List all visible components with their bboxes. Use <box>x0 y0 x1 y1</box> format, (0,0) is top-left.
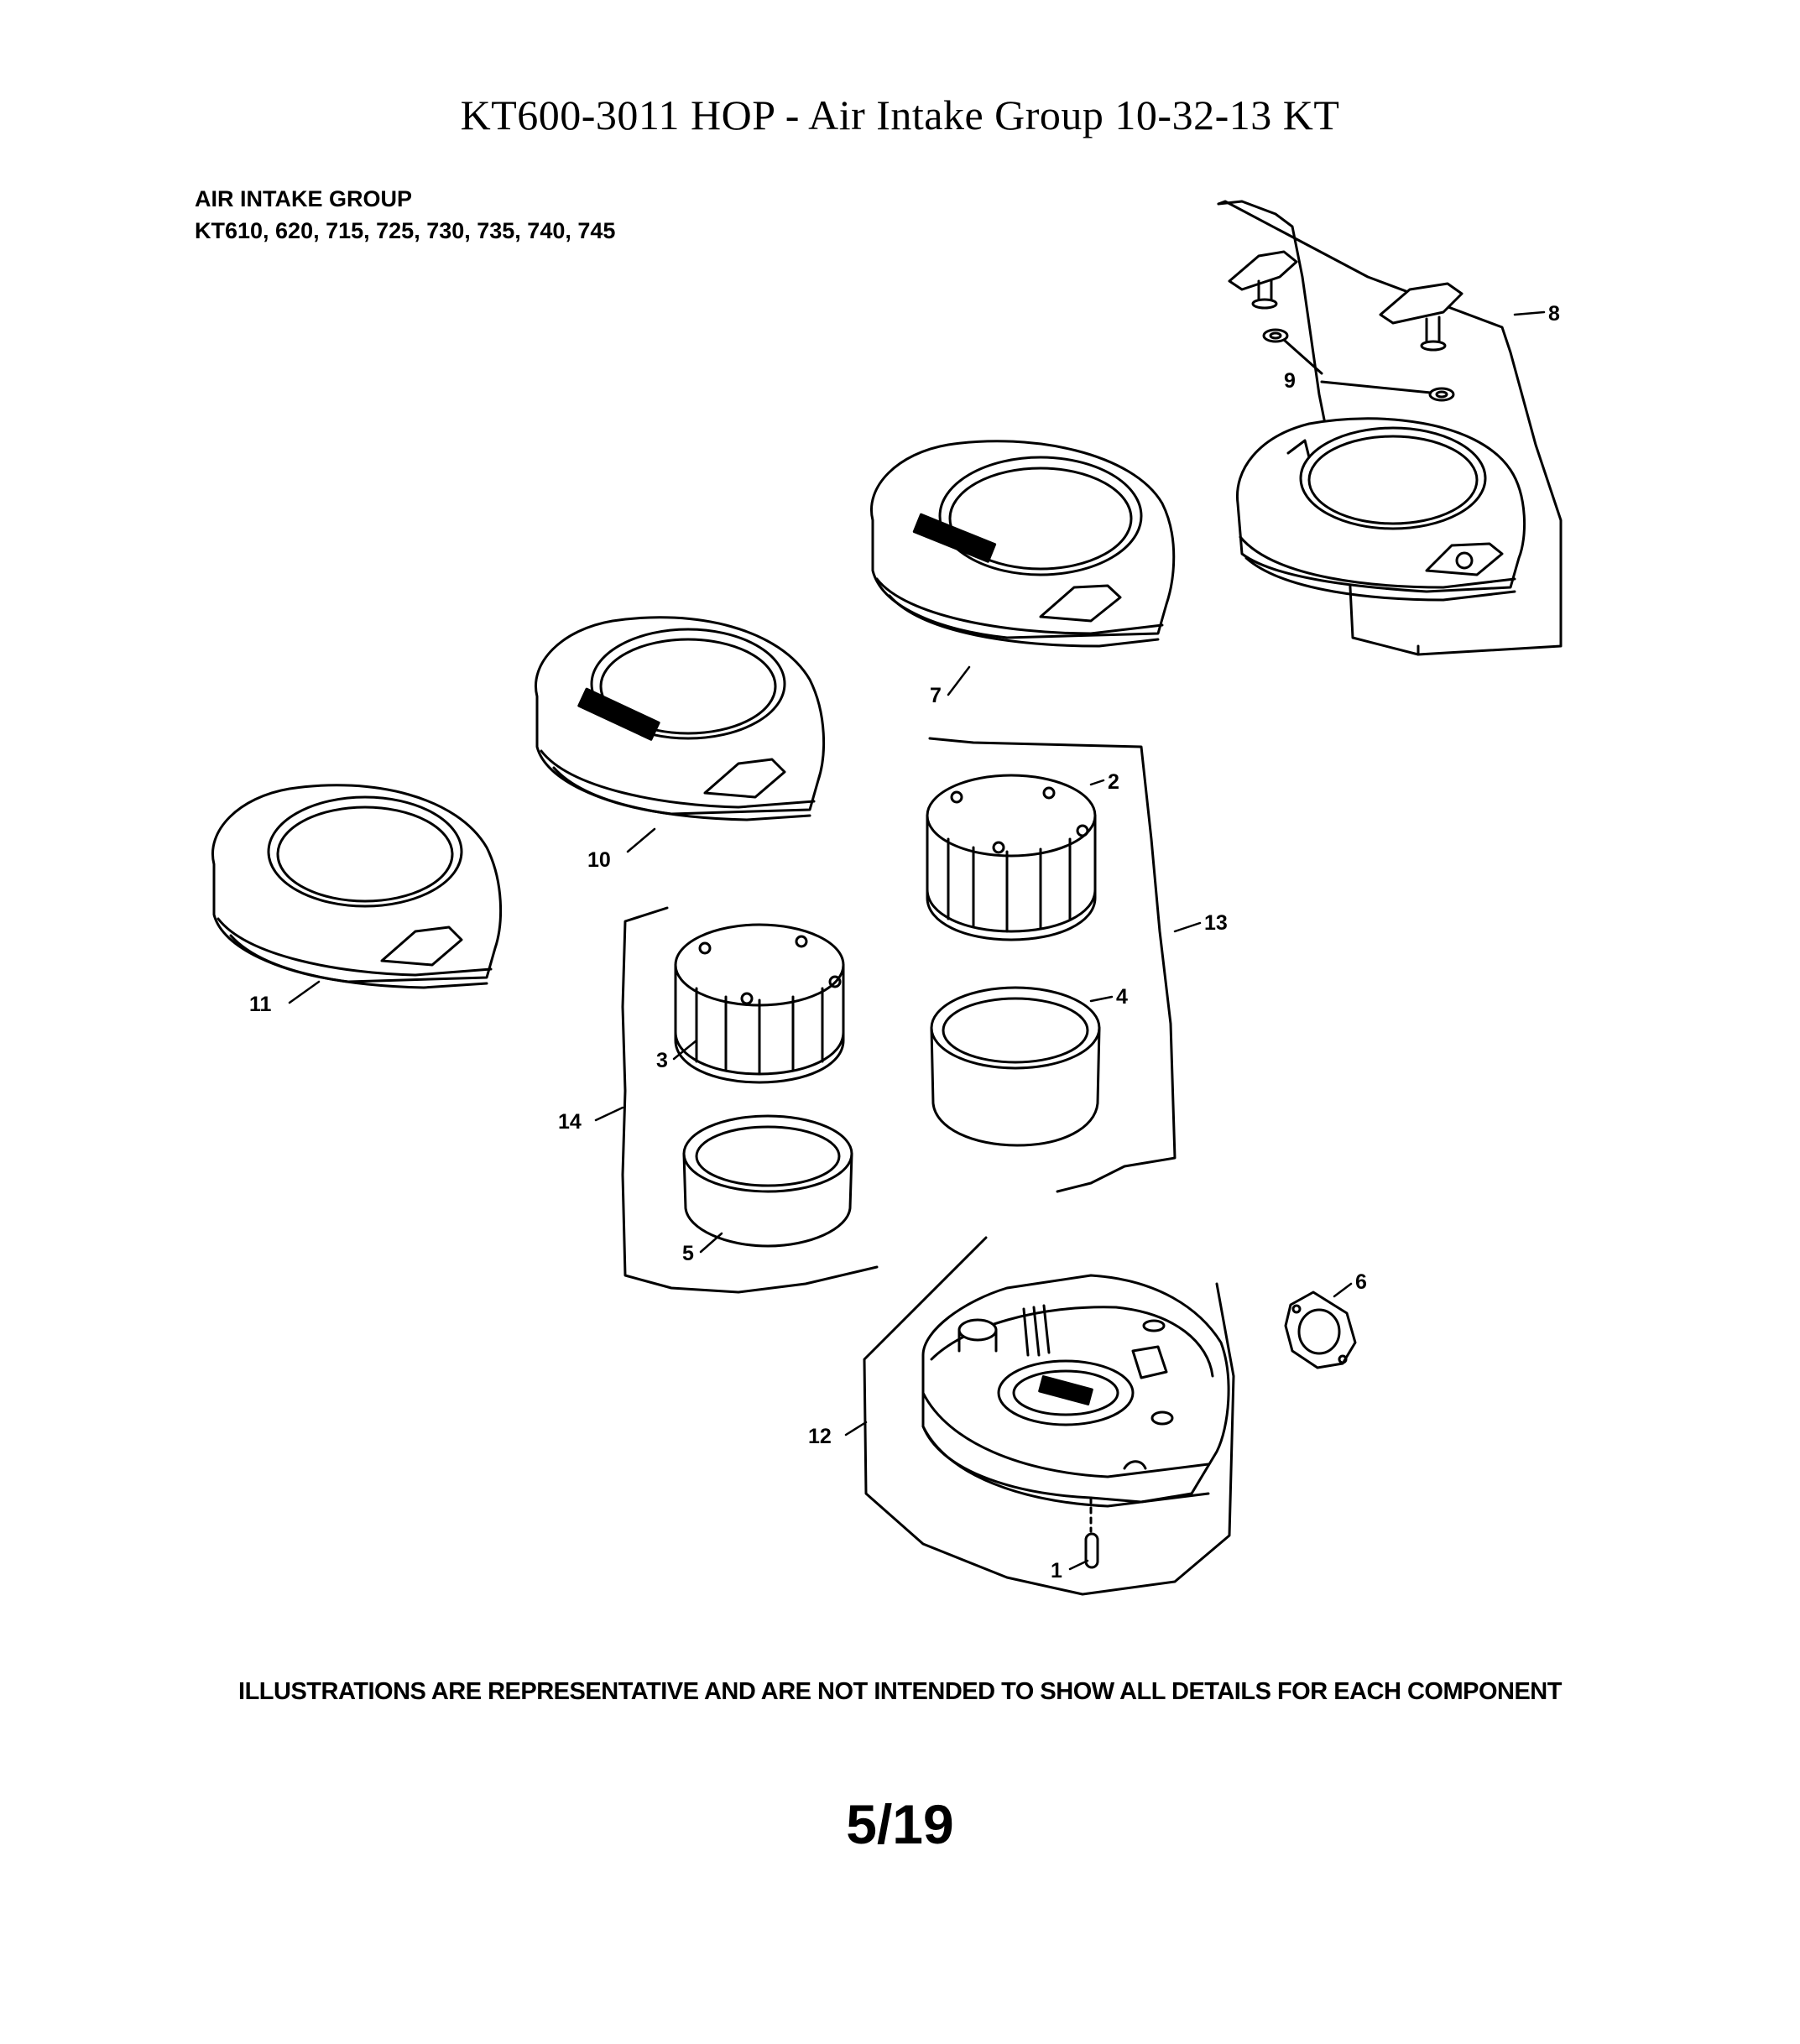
cover-10-icon <box>535 616 826 821</box>
cover-7-icon <box>870 440 1176 648</box>
filter-element-3-icon <box>674 923 845 1084</box>
part-label-11: 11 <box>249 993 272 1016</box>
pre-cleaner-5-icon <box>682 1114 853 1248</box>
group-title: AIR INTAKE GROUP <box>195 186 413 211</box>
part-label-13: 13 <box>1204 911 1228 935</box>
bracket-14 <box>621 906 879 1294</box>
model-list: KT610, 620, 715, 725, 730, 735, 740, 745 <box>195 218 616 243</box>
washer-icon <box>1262 328 1455 402</box>
knob-icon <box>1228 250 1298 310</box>
part-label-6: 6 <box>1355 1270 1367 1294</box>
bracket-8 <box>1217 200 1563 656</box>
part-label-4: 4 <box>1116 985 1128 1009</box>
group-header: AIR INTAKE GROUP KT610, 620, 715, 725, 7… <box>195 183 615 247</box>
part-label-7: 7 <box>930 684 942 707</box>
part-label-14: 14 <box>558 1110 582 1134</box>
bracket-12 <box>863 1236 1235 1596</box>
part-label-2: 2 <box>1108 770 1119 794</box>
pin-icon <box>1084 1496 1099 1569</box>
leader-lines <box>288 310 1546 1571</box>
cover-11-icon <box>211 784 503 989</box>
part-label-3: 3 <box>656 1049 668 1072</box>
kohler-logo <box>577 687 660 741</box>
page-number: 5/19 <box>846 1793 954 1855</box>
part-label-12: 12 <box>808 1425 832 1448</box>
filter-element-2-icon <box>926 774 1097 941</box>
kohler-logo <box>912 513 997 563</box>
part-label-1: 1 <box>1051 1559 1062 1583</box>
cover-8-icon <box>1235 417 1526 602</box>
part-label-5: 5 <box>682 1242 694 1265</box>
part-label-8: 8 <box>1548 302 1560 326</box>
disclaimer-text: ILLUSTRATIONS ARE REPRESENTATIVE AND ARE… <box>238 1678 1562 1705</box>
pre-cleaner-4-icon <box>930 986 1101 1147</box>
part-label-9: 9 <box>1284 369 1296 393</box>
air-cleaner-base-icon <box>921 1274 1230 1508</box>
part-labels: 8 9 7 10 11 2 13 4 3 14 5 6 12 1 <box>249 302 1560 1583</box>
page-title: KT600-3011 HOP - Air Intake Group 10-32-… <box>460 91 1340 138</box>
part-label-10: 10 <box>587 848 611 872</box>
knob-icon <box>1379 282 1463 352</box>
gasket-icon <box>1284 1291 1357 1369</box>
bracket-13 <box>928 737 1177 1193</box>
